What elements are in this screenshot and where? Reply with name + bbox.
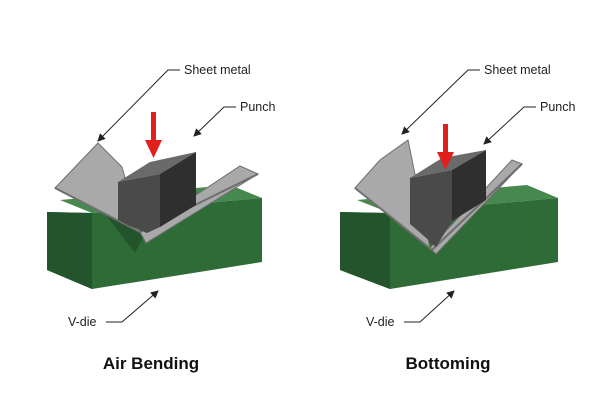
- v-die-label: V-die: [68, 315, 97, 329]
- punch-front-face: [118, 174, 160, 233]
- punch-top-face: [118, 152, 196, 182]
- punch: [410, 150, 486, 247]
- punch-front-face: [410, 170, 452, 247]
- v-die-label: V-die: [366, 315, 395, 329]
- sheet-metal-label: Sheet metal: [184, 63, 251, 77]
- force-arrow-icon: [145, 112, 162, 158]
- die-left-face: [47, 212, 92, 289]
- sheet-metal-label: Sheet metal: [484, 63, 551, 77]
- punch: [118, 152, 196, 233]
- punch-label: Punch: [240, 100, 275, 114]
- air-bending-panel: Sheet metal Punch V-die Air Bending: [47, 63, 275, 373]
- punch-label: Punch: [540, 100, 575, 114]
- bottoming-panel: Sheet metal Punch V-die Bottoming: [340, 63, 575, 373]
- bottoming-caption: Bottoming: [406, 354, 491, 373]
- force-arrow-icon: [437, 124, 454, 170]
- sheet-edge: [54, 173, 259, 234]
- die-left-face: [340, 212, 390, 289]
- die-front-face: [47, 198, 262, 289]
- punch-side-face: [160, 152, 196, 227]
- air-bending-caption: Air Bending: [103, 354, 199, 373]
- punch-side-face: [452, 150, 486, 221]
- sheet-edge: [354, 163, 523, 252]
